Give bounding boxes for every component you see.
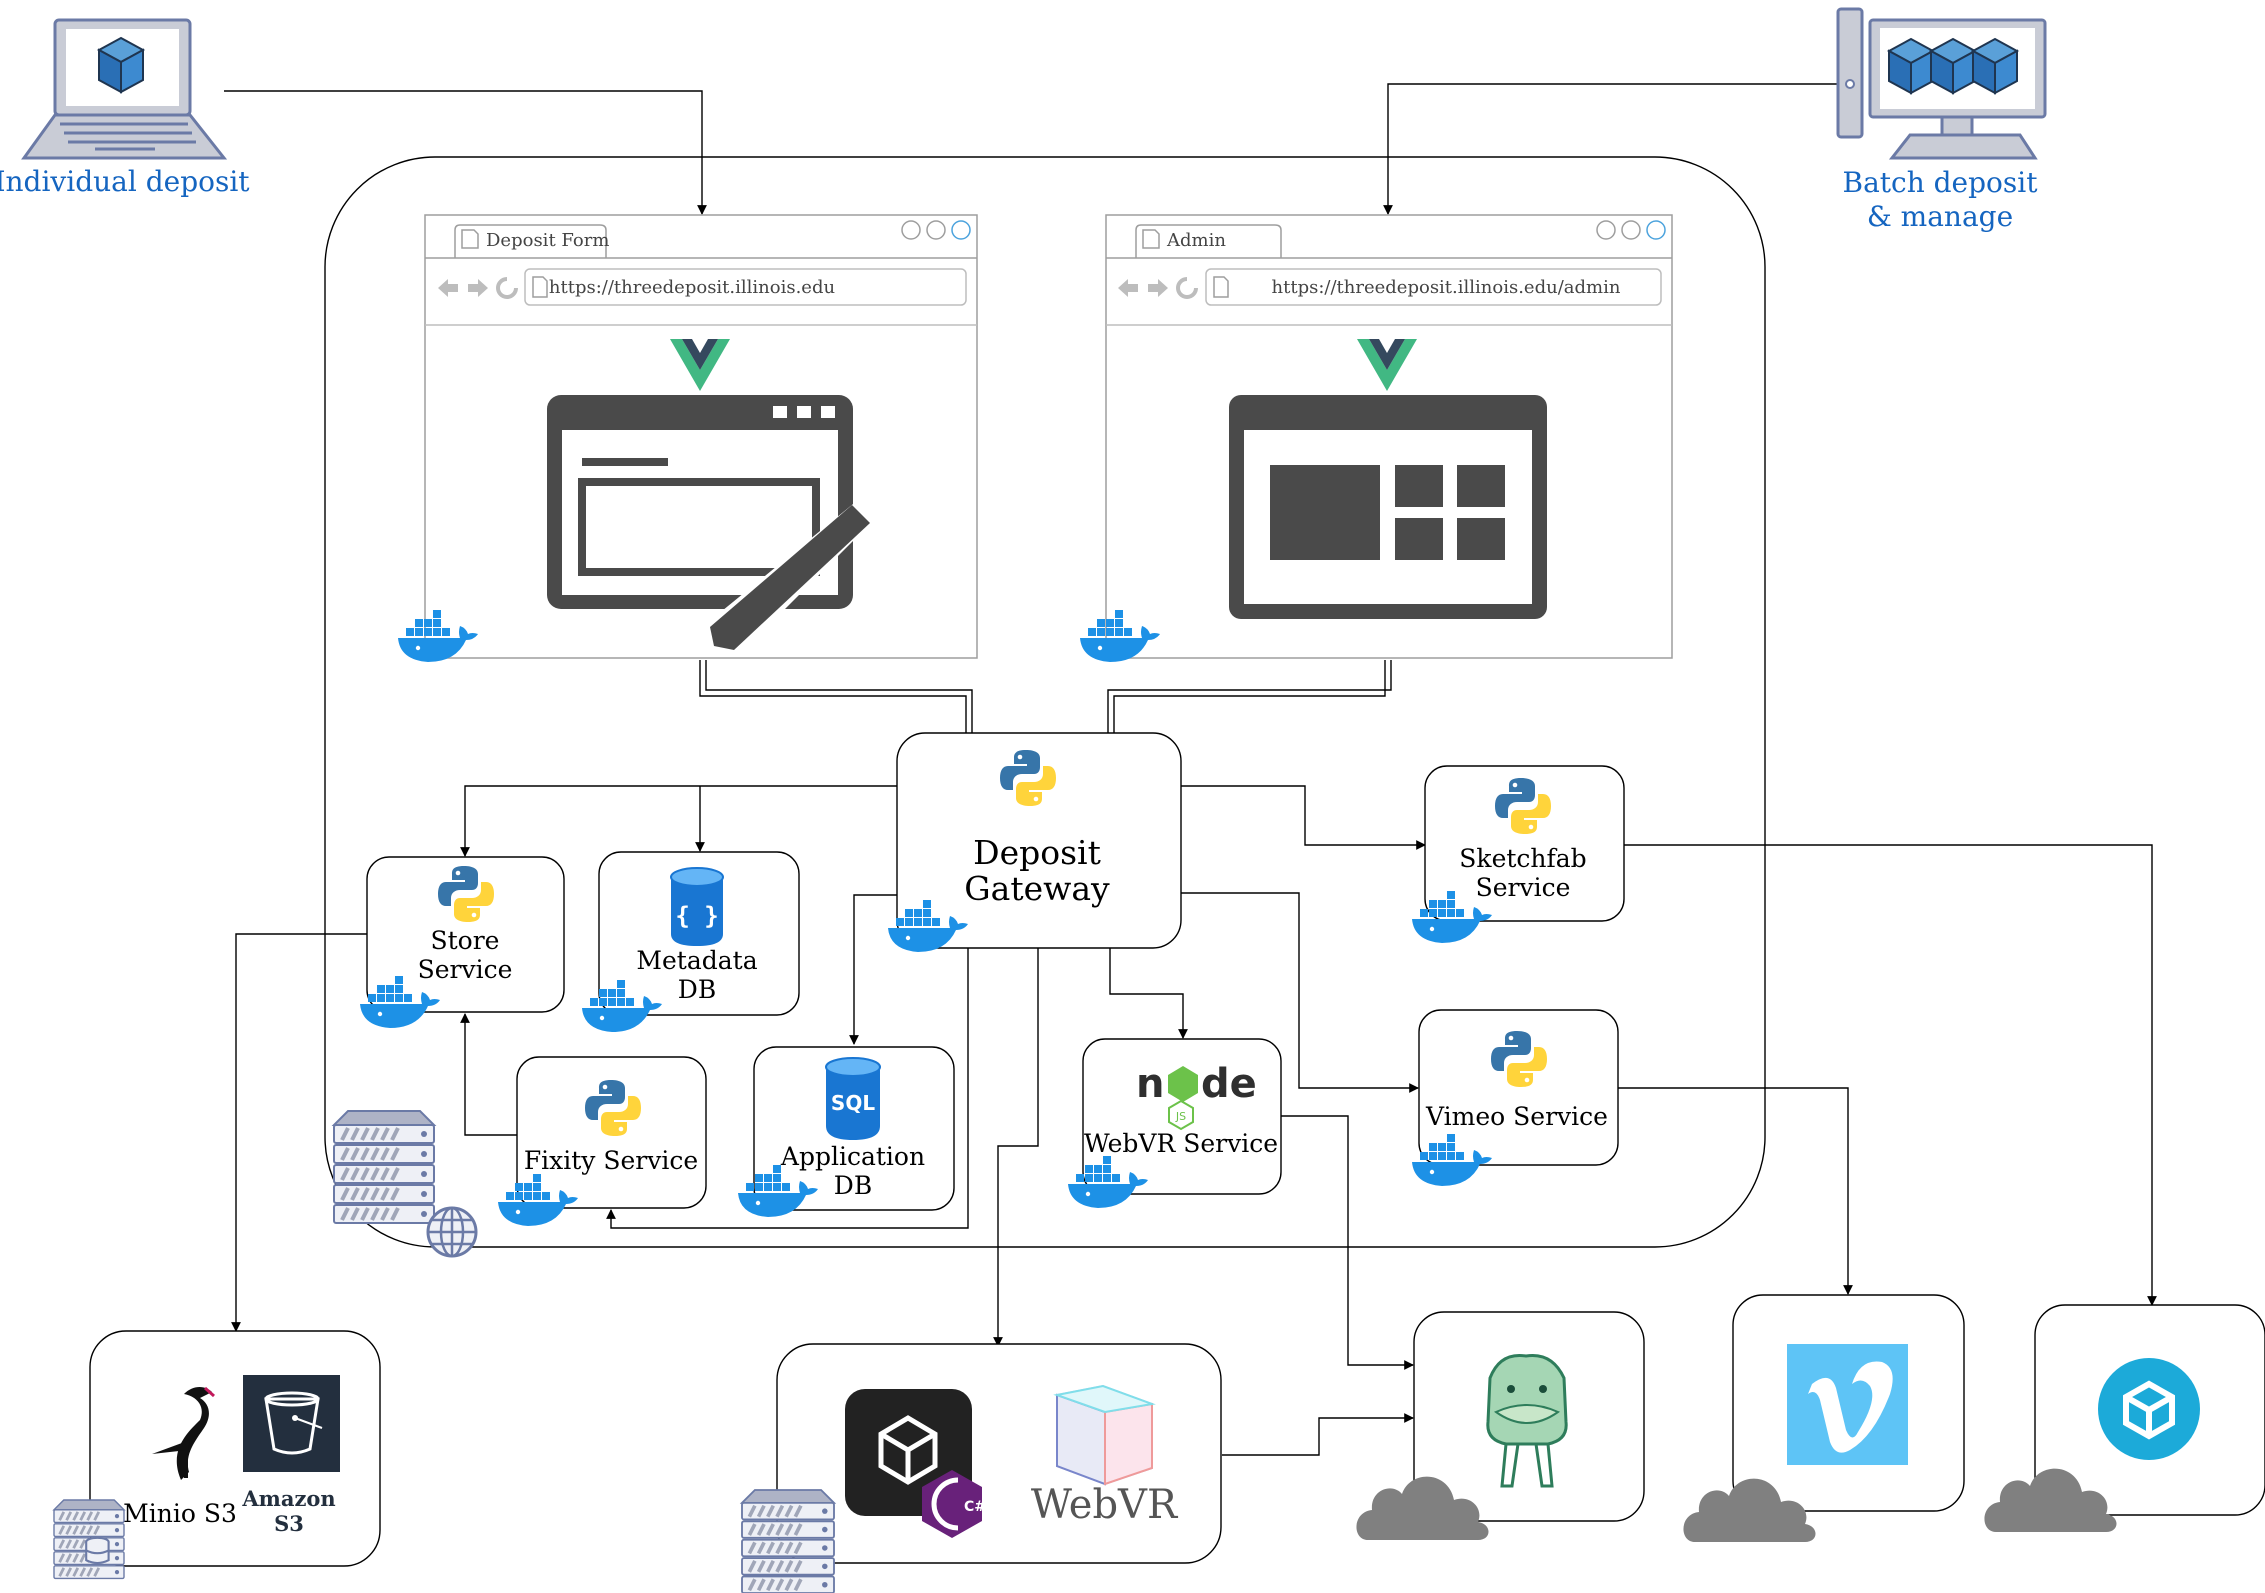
webvr-logo-text: WebVR: [1031, 1482, 1179, 1528]
store-service-node: Store Service: [360, 856, 565, 1028]
forward-icon[interactable]: [1148, 279, 1168, 297]
csharp-badge: C#: [964, 1499, 986, 1515]
walrus-cloud-node: [1413, 1311, 1645, 1522]
vimeo-logo-icon: [1787, 1344, 1908, 1465]
server-globe-icon: [332, 1109, 478, 1258]
json-database-icon: { }: [670, 867, 724, 946]
metadata-label-line1: Metadata: [636, 946, 757, 975]
address-bar[interactable]: [524, 268, 967, 306]
svg-text:n: n: [1136, 1061, 1164, 1107]
object-storage-node: Minio S3 Amazon S3: [89, 1330, 381, 1567]
server-icon: [740, 1488, 836, 1593]
back-icon[interactable]: [438, 279, 458, 297]
reload-icon[interactable]: [496, 277, 518, 299]
minio-icon: [152, 1386, 215, 1480]
web-form-edit-icon: [547, 395, 876, 656]
individual-deposit-laptop-icon: [21, 18, 228, 160]
batch-deposit-label-line2: & manage: [1867, 200, 2013, 233]
sketchfab-node: [2034, 1304, 2265, 1516]
svg-text:de: de: [1201, 1061, 1257, 1107]
edges: [224, 83, 2157, 1459]
fixity-service-node: Fixity Service: [498, 1056, 707, 1226]
amazon-label-line1: Amazon: [241, 1486, 335, 1511]
sketchfab-logo-icon: [2098, 1358, 2200, 1460]
admin-url: https://threedeposit.illinois.edu/admin: [1272, 277, 1621, 298]
appdb-label-line1: Application: [780, 1142, 925, 1171]
svg-text:JS: JS: [1175, 1110, 1186, 1123]
deposit-url: https://threedeposit.illinois.edu: [549, 277, 835, 298]
gateway-label-line1: Deposit: [973, 833, 1101, 872]
reload-icon[interactable]: [1176, 277, 1198, 299]
webvr-logo-icon: WebVR: [1031, 1384, 1179, 1528]
amazon-label-line2: S3: [274, 1511, 304, 1536]
amazon-s3-icon: [243, 1375, 340, 1472]
back-icon[interactable]: [1118, 279, 1138, 297]
individual-deposit-label: Individual deposit: [0, 165, 250, 198]
batch-deposit-desktop-icon: [1836, 7, 2047, 160]
sketchfab-label-line1: Sketchfab: [1459, 844, 1586, 873]
unity-webvr-node: C# WebVR: [776, 1343, 1222, 1564]
walrus-icon: [1486, 1353, 1568, 1488]
vimeo-service-node: Vimeo Service: [1412, 1009, 1619, 1186]
metadata-label-line2: DB: [678, 975, 716, 1004]
minio-label: Minio S3: [123, 1499, 237, 1528]
gateway-label-line2: Gateway: [964, 869, 1110, 908]
batch-deposit-label-line1: Batch deposit: [1843, 166, 2039, 199]
address-bar[interactable]: [1205, 268, 1662, 306]
sql-database-icon: SQL: [825, 1057, 881, 1140]
dashboard-icon: [1229, 395, 1547, 619]
csharp-icon: C#: [922, 1470, 986, 1538]
sql-badge: SQL: [831, 1091, 875, 1115]
cluster-boundary: [324, 156, 1766, 1248]
forward-icon[interactable]: [468, 279, 488, 297]
store-label-line2: Service: [418, 955, 513, 984]
vimeo-service-label: Vimeo Service: [1425, 1102, 1608, 1131]
store-label-line1: Store: [431, 926, 500, 955]
storage-server-icon: [52, 1498, 126, 1580]
tab-admin[interactable]: Admin: [1166, 230, 1226, 251]
nodejs-icon: n de JS: [1136, 1061, 1257, 1131]
appdb-label-line2: DB: [834, 1171, 872, 1200]
vimeo-node: [1732, 1294, 1965, 1512]
fixity-label: Fixity Service: [524, 1146, 698, 1175]
tab-deposit-form[interactable]: Deposit Form: [486, 230, 609, 251]
json-badge: { }: [675, 902, 718, 930]
application-db-node: SQL Application DB: [738, 1046, 955, 1217]
sketchfab-label-line2: Service: [1476, 873, 1571, 902]
metadata-db-node: { } Metadata DB: [582, 851, 800, 1032]
webvr-service-node: n de JS WebVR Service: [1068, 1038, 1282, 1208]
webvr-service-label: WebVR Service: [1084, 1129, 1278, 1158]
deposit-gateway-node: Deposit Gateway: [888, 732, 1182, 952]
sketchfab-service-node: Sketchfab Service: [1412, 765, 1625, 943]
